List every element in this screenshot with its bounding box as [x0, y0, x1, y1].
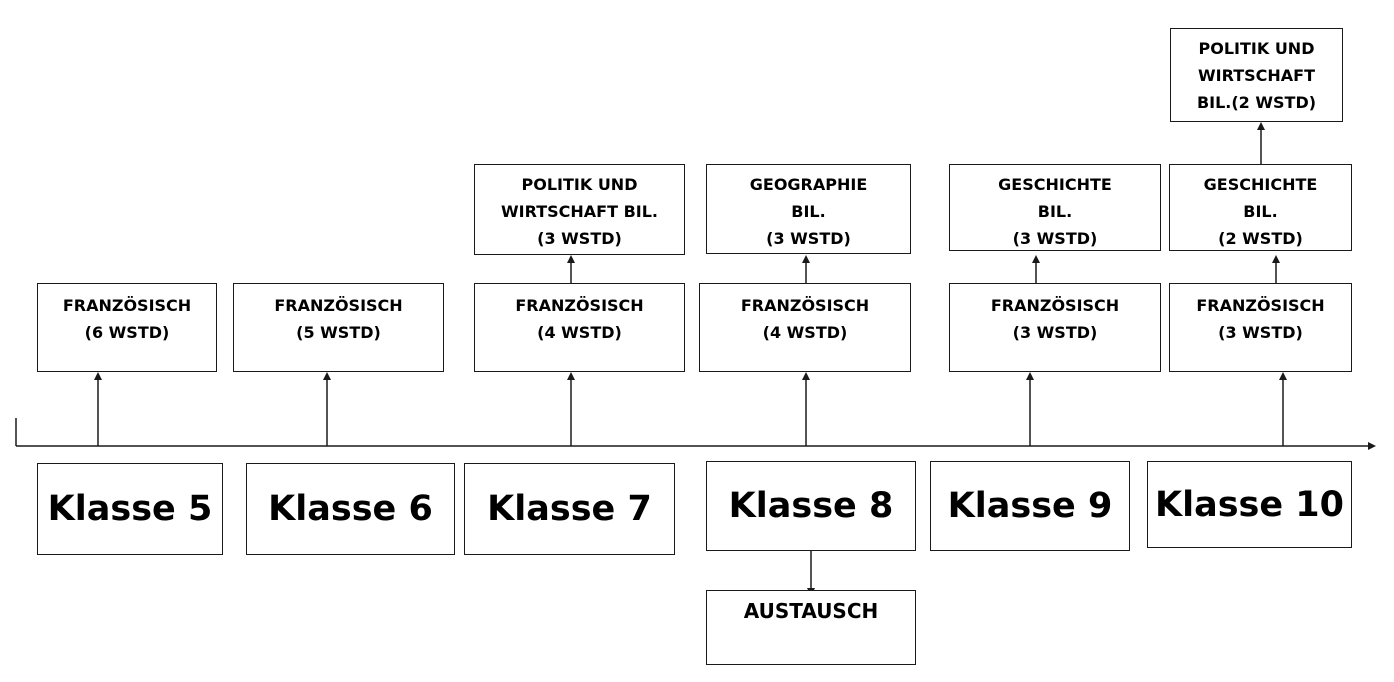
klasse-label: Klasse 6 — [268, 489, 433, 529]
klasse-box: Klasse 9 — [930, 461, 1130, 551]
klasse-label: Klasse 5 — [47, 489, 213, 529]
klasse-box: Klasse 10 — [1147, 461, 1352, 548]
subject-line: (3 WSTD) — [1012, 229, 1098, 248]
french-box: FRANZÖSISCH (4 WSTD) — [474, 283, 685, 372]
klasse-label: Klasse 10 — [1154, 484, 1345, 525]
subject-line: (5 WSTD) — [296, 323, 381, 342]
subject-line: BIL. — [1243, 202, 1278, 221]
subject-line: (6 WSTD) — [84, 323, 170, 342]
subject-line: FRANZÖSISCH — [62, 296, 192, 315]
subject-line: BIL.(2 WSTD) — [1196, 93, 1317, 112]
subject-line: (3 WSTD) — [1218, 323, 1303, 342]
subject-line: GEOGRAPHIE — [749, 175, 868, 194]
austausch-box: AUSTAUSCH — [706, 590, 916, 665]
subject-box: POLITIK UND WIRTSCHAFT BIL. (3 WSTD) — [474, 164, 685, 255]
klasse-box: Klasse 8 — [706, 461, 916, 551]
subject-line: FRANZÖSISCH — [274, 296, 403, 315]
klasse-label: Klasse 9 — [947, 486, 1113, 526]
subject-line: (4 WSTD) — [762, 323, 848, 342]
subject-line: GESCHICHTE — [998, 175, 1112, 194]
subject-line: FRANZÖSISCH — [515, 296, 644, 315]
subject-line: FRANZÖSISCH — [740, 296, 870, 315]
subject-line: POLITIK UND — [521, 175, 638, 194]
subject-line: BIL. — [791, 202, 826, 221]
subject-line: (3 WSTD) — [1012, 323, 1098, 342]
subject-box: POLITIK UND WIRTSCHAFT BIL.(2 WSTD) — [1170, 28, 1343, 122]
klasse-box: Klasse 6 — [246, 463, 455, 555]
french-box: FRANZÖSISCH (4 WSTD) — [699, 283, 911, 372]
subject-box: GESCHICHTE BIL. (2 WSTD) — [1169, 164, 1352, 251]
subject-line: WIRTSCHAFT — [1198, 66, 1315, 85]
subject-line: (3 WSTD) — [537, 229, 622, 248]
french-box: FRANZÖSISCH (3 WSTD) — [949, 283, 1161, 372]
subject-line: GESCHICHTE — [1203, 175, 1318, 194]
klasse-label: Klasse 8 — [728, 486, 894, 526]
french-box: FRANZÖSISCH (6 WSTD) — [37, 283, 217, 372]
austausch-label: AUSTAUSCH — [743, 599, 879, 623]
french-box: FRANZÖSISCH (5 WSTD) — [233, 283, 444, 372]
subject-line: (3 WSTD) — [766, 229, 851, 248]
subject-line: FRANZÖSISCH — [990, 296, 1120, 315]
klasse-box: Klasse 5 — [37, 463, 223, 555]
subject-line: POLITIK UND — [1198, 39, 1315, 58]
klasse-box: Klasse 7 — [464, 463, 675, 555]
subject-line: BIL. — [1037, 202, 1073, 221]
subject-line: (2 WSTD) — [1218, 229, 1303, 248]
subject-line: FRANZÖSISCH — [1196, 296, 1325, 315]
subject-line: (4 WSTD) — [537, 323, 622, 342]
subject-box: GEOGRAPHIE BIL. (3 WSTD) — [706, 164, 911, 254]
klasse-label: Klasse 7 — [487, 489, 652, 529]
french-box: FRANZÖSISCH (3 WSTD) — [1169, 283, 1352, 372]
subject-box: GESCHICHTE BIL. (3 WSTD) — [949, 164, 1161, 251]
subject-line: WIRTSCHAFT BIL. — [501, 202, 658, 221]
